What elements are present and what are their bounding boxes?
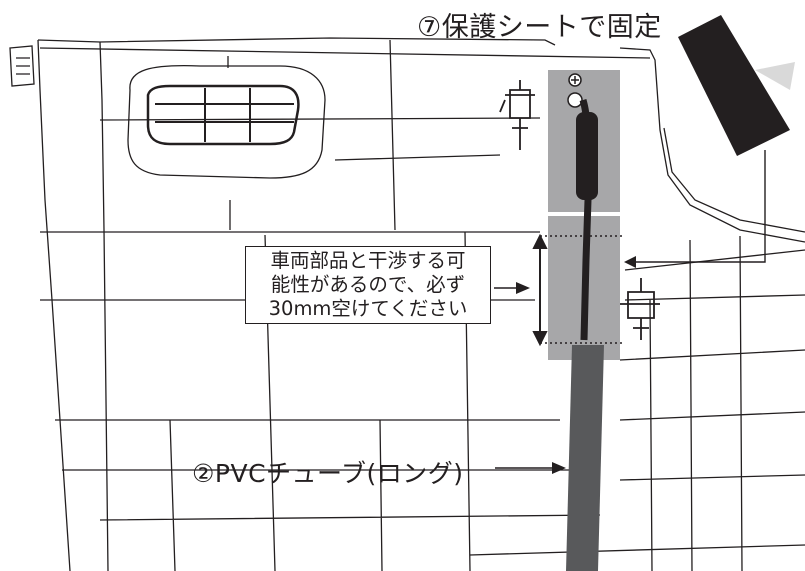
screw-icon [567,73,583,108]
protective-sheet [755,62,795,90]
cable-sleeve [576,112,598,200]
warning-line-2: 能性があるので、必ず [270,273,466,296]
panel-left-edge [37,39,71,571]
pvc-tube-label: ②PVCチューブ(ロング) [192,459,464,488]
protective-sheet-label: ⑦保護シートで固定 [417,12,662,43]
clearance-guides [540,235,622,344]
vent-grille [146,84,300,146]
dimension-arrow [532,233,548,347]
left-clip [9,45,35,87]
clearance-warning-box: 車両部品と干渉する可 能性があるので、必ず 30mm空けてください [245,246,491,324]
sheet-pointer [632,150,766,263]
warning-line-1: 車両部品と干渉する可 [270,249,466,272]
pvc-tube [566,345,604,571]
warning-line-3: 30mm空けてください [268,297,468,320]
top-clip [499,80,535,150]
arrow-right-icon [516,282,530,294]
vent-housing [127,64,326,179]
panel-outline-inner [39,47,805,233]
panel-outline [37,37,805,243]
right-clip [620,278,660,340]
